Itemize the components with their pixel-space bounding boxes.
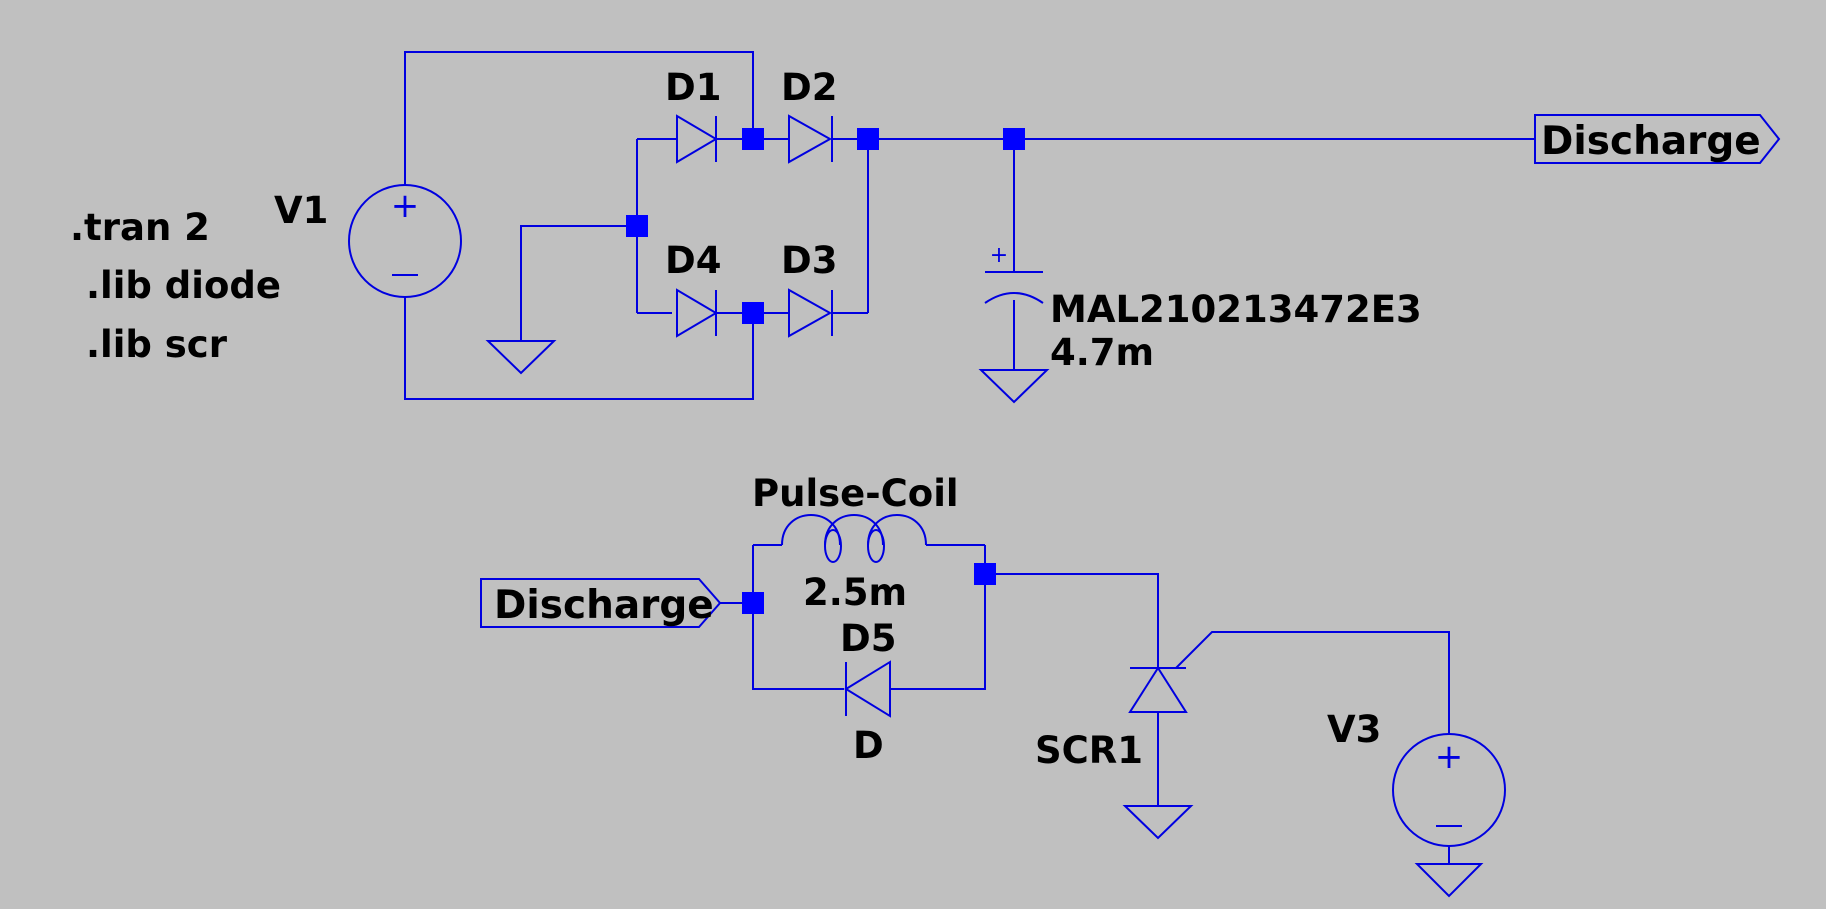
wire-bridge-ground[interactable]: [520, 225, 637, 341]
directive-lib-scr[interactable]: .lib scr: [86, 323, 228, 366]
coil-name-label: Pulse-Coil: [752, 472, 959, 515]
d4-label: D4: [665, 239, 721, 282]
junction-pulse-right[interactable]: [974, 563, 996, 585]
voltage-source-v1[interactable]: +: [348, 184, 462, 298]
v1-plus-symbol: +: [391, 186, 420, 226]
v3-plus-symbol: +: [1435, 737, 1464, 777]
v1-label: V1: [274, 189, 328, 232]
wire-scr-anode[interactable]: [985, 573, 1159, 668]
discharge-in-text: Discharge: [494, 583, 714, 628]
d3-label: D3: [781, 239, 837, 282]
junctions: [626, 128, 1025, 614]
ground-scr-icon: [1122, 805, 1194, 840]
wire-scr-gate[interactable]: [1175, 631, 1450, 733]
wire-pulse-right[interactable]: [890, 545, 986, 690]
scr1-label: SCR1: [1035, 729, 1143, 772]
wire-v1-bottom[interactable]: [404, 297, 754, 400]
diode-d5[interactable]: [844, 660, 891, 718]
cap-plus-symbol: +: [990, 243, 1008, 268]
d5-model-label: D: [853, 724, 884, 767]
v3-label: V3: [1327, 708, 1381, 751]
junction-bridge-left[interactable]: [626, 215, 648, 237]
directive-tran[interactable]: .tran 2: [70, 206, 210, 249]
cap-model-label: MAL210213472E3: [1050, 288, 1422, 331]
junction-d1-d2[interactable]: [742, 128, 764, 150]
d5-label: D5: [840, 617, 896, 660]
diode-d3[interactable]: [788, 288, 833, 338]
voltage-source-v3[interactable]: +: [1392, 733, 1506, 847]
junction-cap[interactable]: [1003, 128, 1025, 150]
directive-lib-diode[interactable]: .lib diode: [86, 264, 281, 307]
coil-value-label: 2.5m: [803, 571, 907, 614]
d1-label: D1: [665, 66, 721, 109]
ground-v3-icon: [1414, 863, 1484, 898]
scr-scr1[interactable]: [1128, 666, 1188, 713]
capacitor-c1[interactable]: +: [984, 243, 1044, 304]
wire-pulse-left[interactable]: [752, 545, 844, 690]
junction-d2-out[interactable]: [857, 128, 879, 150]
netlabel-discharge-out[interactable]: Discharge: [1534, 114, 1781, 164]
cap-value-label: 4.7m: [1050, 331, 1154, 374]
d2-label: D2: [781, 66, 837, 109]
diode-d2[interactable]: [788, 114, 833, 164]
diode-d1[interactable]: [672, 114, 718, 164]
inductor-pulse-coil[interactable]: [781, 514, 927, 563]
junction-pulse-left[interactable]: [742, 592, 764, 614]
junction-d4-d3[interactable]: [742, 302, 764, 324]
wires-rectifier: [404, 51, 1535, 400]
ground-cap-icon: [978, 369, 1050, 404]
discharge-out-text: Discharge: [1541, 119, 1761, 164]
wire-v1-top[interactable]: [404, 51, 754, 185]
diode-d4[interactable]: [676, 288, 718, 338]
ground-bridge-icon: [485, 340, 557, 375]
netlabel-discharge-in[interactable]: Discharge: [480, 578, 722, 628]
